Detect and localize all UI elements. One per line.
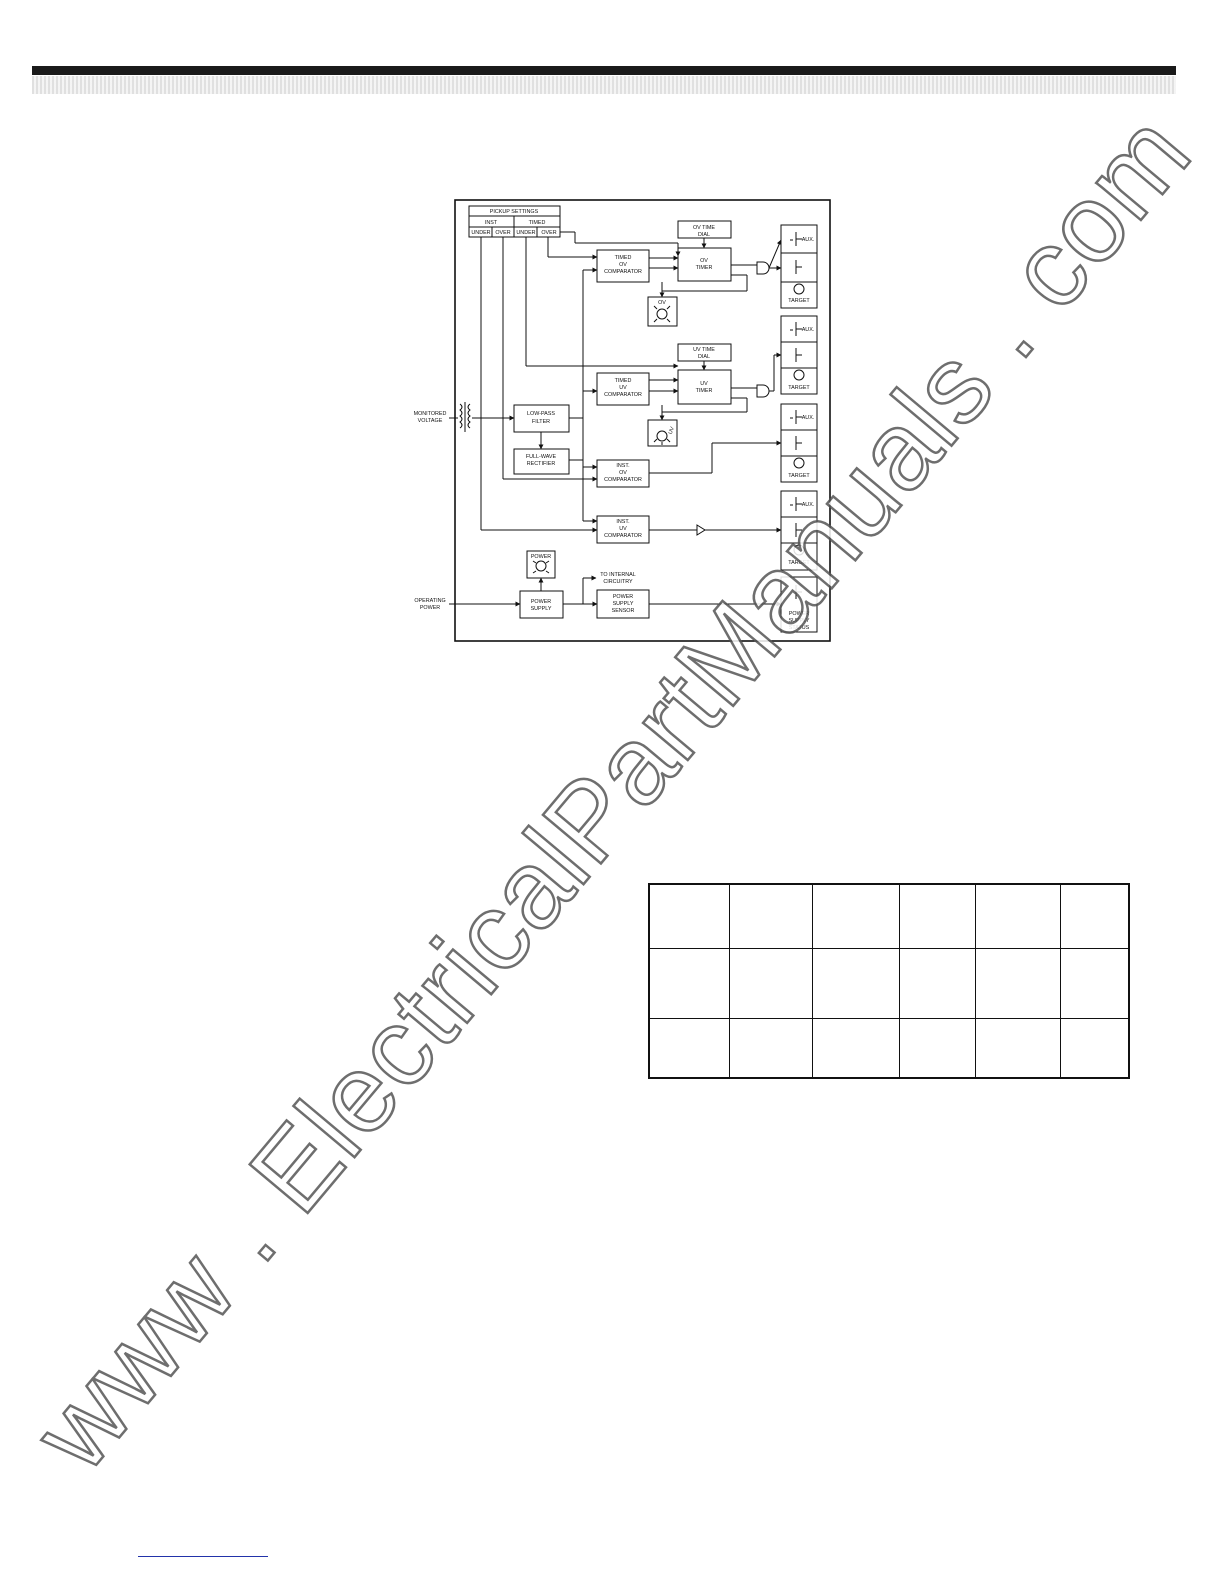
under-timed-label: UNDER	[516, 230, 535, 236]
aux-label-1: AUX.	[802, 237, 815, 243]
timed-uv-comp-line2: UV	[619, 385, 627, 391]
power-supply-line1: POWER	[531, 599, 551, 605]
inst-ov-comp-line2: OV	[619, 470, 627, 476]
full-wave-rectifier-line2: RECTIFIER	[527, 461, 556, 467]
power-status-line1: POWER	[789, 611, 809, 617]
aux-label-3: AUX.	[802, 415, 815, 421]
power-supply-sensor-line3: SENSOR	[612, 608, 635, 614]
header-rule-shadow	[32, 76, 1176, 94]
uv-timer-line2: TIMER	[696, 388, 713, 394]
power-led-label: POWER	[531, 554, 551, 560]
timed-ov-comp-line1: TIMED	[615, 255, 632, 261]
inst-uv-comp-line2: UV	[619, 526, 627, 532]
monitored-voltage-line2: VOLTAGE	[418, 418, 443, 424]
ov-timer-line1: OV	[700, 258, 708, 264]
uv-timer-line1: UV	[700, 381, 708, 387]
uv-time-dial-line1: UV TIME	[693, 347, 715, 353]
timed-uv-comp-line1: TIMED	[615, 378, 632, 384]
blank-table	[648, 883, 1130, 1079]
monitored-voltage-line1: MONITORED	[414, 411, 447, 417]
timed-label: TIMED	[529, 220, 546, 226]
power-supply-sensor-line1: POWER	[613, 594, 633, 600]
ov-time-dial-line1: OV TIME	[693, 225, 715, 231]
ov-led-label: OV	[658, 300, 666, 306]
power-supply-line2: SUPPLY	[531, 606, 552, 612]
timed-ov-comp-line3: COMPARATOR	[604, 269, 642, 275]
aux-label-2: AUX.	[802, 327, 815, 333]
inst-ov-comp-line1: INST.	[616, 463, 629, 469]
timed-ov-comparator-block	[596, 249, 650, 283]
diagram-frame	[454, 199, 831, 642]
footer-link-underline	[138, 1556, 268, 1557]
inst-label: INST	[485, 220, 498, 226]
inst-uv-comp-line1: INST.	[616, 519, 629, 525]
block-diagram: PICKUP SETTINGS INST TIMED UNDER OVER UN…	[414, 199, 831, 642]
aux-label-4: AUX.	[802, 502, 815, 508]
uv-led-label: UV	[668, 426, 676, 435]
ov-timer-line2: TIMER	[696, 265, 713, 271]
low-pass-filter-line2: FILTER	[532, 419, 550, 425]
inst-uv-comp-line3: COMPARATOR	[604, 533, 642, 539]
power-supply-sensor-line2: SUPPLY	[613, 601, 634, 607]
power-status-line2: SUPPLY	[789, 618, 810, 624]
header-rule	[32, 66, 1176, 75]
target-label-2: TARGET	[788, 385, 810, 391]
full-wave-rectifier-line1: FULL-WAVE	[526, 454, 557, 460]
uv-time-dial-line2: DIAL	[698, 354, 710, 360]
power-status-line3: STATUS	[789, 625, 810, 631]
to-internal-line2: CIRCUITRY	[603, 579, 633, 585]
operating-power-line2: POWER	[420, 605, 440, 611]
timed-uv-comp-line3: COMPARATOR	[604, 392, 642, 398]
uv-timer-block	[677, 369, 732, 405]
target-label-4: TARGET	[788, 560, 810, 566]
operating-power-line1: OPERATING	[414, 598, 445, 604]
ov-time-dial-line2: DIAL	[698, 232, 710, 238]
low-pass-filter-line1: LOW-PASS	[527, 411, 555, 417]
pickup-settings-label: PICKUP SETTINGS	[490, 209, 539, 215]
over-inst-label: OVER	[495, 230, 510, 236]
target-label-1: TARGET	[788, 298, 810, 304]
under-inst-label: UNDER	[471, 230, 490, 236]
timed-ov-comp-line2: OV	[619, 262, 627, 268]
over-timed-label: OVER	[541, 230, 556, 236]
inst-ov-comp-line3: COMPARATOR	[604, 477, 642, 483]
target-label-3: TARGET	[788, 473, 810, 479]
to-internal-line1: TO INTERNAL	[600, 572, 636, 578]
